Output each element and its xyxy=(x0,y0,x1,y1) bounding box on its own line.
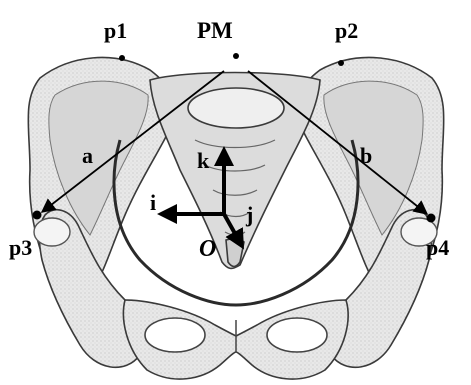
label-p1: p1 xyxy=(104,18,127,43)
label-k: k xyxy=(197,148,210,173)
landmark-pm-dot xyxy=(233,53,239,59)
label-i: i xyxy=(150,190,156,215)
sacral-promontory xyxy=(188,88,284,128)
label-j: j xyxy=(245,202,253,227)
label-p2: p2 xyxy=(335,18,358,43)
label-a: a xyxy=(82,143,93,168)
left-acetabular-socket xyxy=(34,218,70,246)
label-b: b xyxy=(360,143,372,168)
landmark-p1-dot xyxy=(119,55,125,61)
landmark-p3-dot xyxy=(33,211,42,220)
label-p3: p3 xyxy=(9,235,32,260)
landmark-p2-dot xyxy=(338,60,344,66)
pelvis-bone-illustration xyxy=(28,58,444,380)
label-pm: PM xyxy=(197,18,233,43)
left-obturator-foramen xyxy=(145,318,205,352)
landmark-p4-dot xyxy=(427,214,436,223)
label-origin: O xyxy=(199,236,216,262)
label-p4: p4 xyxy=(426,235,449,260)
right-obturator-foramen xyxy=(267,318,327,352)
